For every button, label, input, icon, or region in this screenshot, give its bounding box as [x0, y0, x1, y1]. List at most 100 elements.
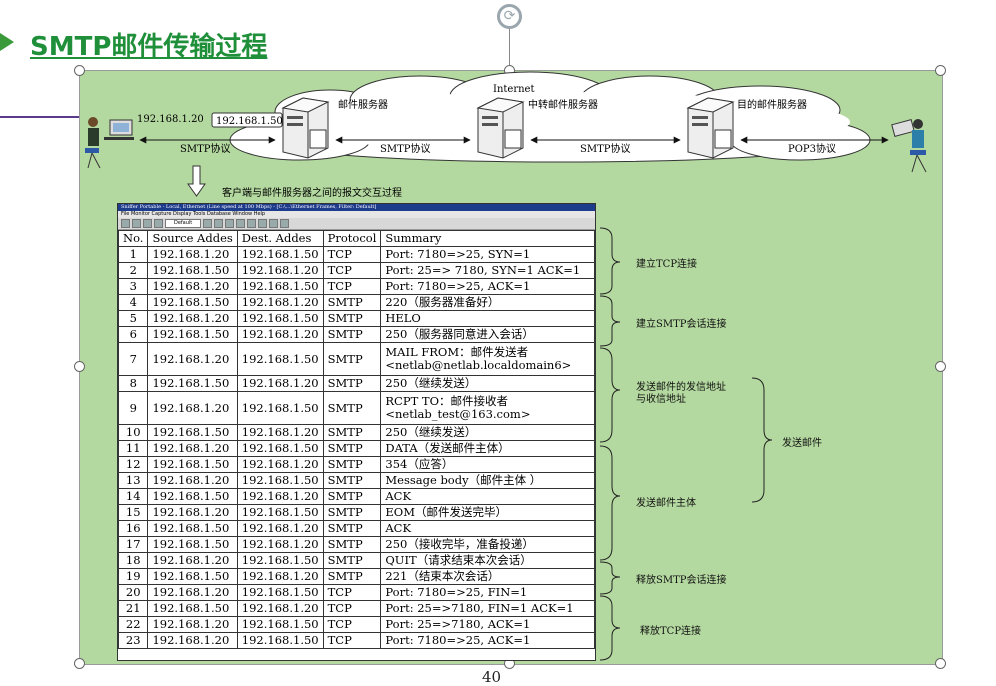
- cell-no: 19: [117, 568, 149, 585]
- cell-summary: Port: 25=>7180, FIN=1 ACK=1: [380, 600, 595, 617]
- cell-dest: 192.168.1.50: [236, 391, 324, 425]
- cell-summary: Port: 7180=>25, ACK=1: [380, 278, 595, 295]
- resize-handle-bottom-right[interactable]: [935, 658, 946, 669]
- cell-summary: MAIL FROM：邮件发送者 <netlab@netlab.localdoma…: [380, 342, 595, 376]
- col-no[interactable]: No.: [117, 230, 149, 247]
- capture-window-menu[interactable]: File Monitor Capture Display Tools Datab…: [118, 211, 595, 218]
- rotate-handle-icon[interactable]: ⟳: [497, 4, 522, 29]
- toolbar-icon[interactable]: [247, 219, 257, 228]
- toolbar-icon[interactable]: [225, 219, 235, 228]
- page-title: SMTP邮件传输过程: [30, 32, 268, 62]
- cell-protocol: SMTP: [322, 568, 382, 585]
- resize-handle-right[interactable]: [935, 361, 946, 372]
- resize-handle-top-left[interactable]: [74, 65, 85, 76]
- cell-protocol: SMTP: [322, 326, 382, 343]
- cell-protocol: SMTP: [322, 472, 382, 489]
- toolbar-icon[interactable]: [203, 219, 213, 228]
- resize-handle-top-right[interactable]: [935, 65, 946, 76]
- dest-server-label: 目的邮件服务器: [737, 98, 807, 111]
- toolbar-icon[interactable]: [121, 219, 130, 228]
- cell-no: 23: [117, 632, 149, 649]
- cell-dest: 192.168.1.50: [236, 616, 324, 633]
- cell-source: 192.168.1.50: [147, 262, 238, 279]
- annotation-send-mail: 发送邮件: [782, 438, 822, 449]
- cell-source: 192.168.1.20: [147, 504, 238, 521]
- toolbar-icon[interactable]: [236, 219, 246, 228]
- cell-summary: ACK: [380, 520, 595, 537]
- cell-summary: Port: 7180=>25, FIN=1: [380, 584, 595, 601]
- toolbar-icon[interactable]: [132, 219, 141, 228]
- cell-source: 192.168.1.20: [147, 632, 238, 649]
- cell-no: 16: [117, 520, 149, 537]
- toolbar-icon[interactable]: [154, 219, 163, 228]
- cell-protocol: SMTP: [322, 375, 382, 392]
- cell-dest: 192.168.1.50: [236, 342, 324, 376]
- toolbar-icon[interactable]: [143, 219, 152, 228]
- cell-source: 192.168.1.20: [147, 472, 238, 489]
- cell-summary: 220（服务器准备好）: [380, 294, 595, 311]
- cell-dest: 192.168.1.20: [236, 424, 324, 441]
- col-dest[interactable]: Dest. Addes: [236, 230, 324, 247]
- toolbar-icon[interactable]: [258, 219, 268, 228]
- cell-source: 192.168.1.50: [147, 375, 238, 392]
- col-source[interactable]: Source Addes: [147, 230, 238, 247]
- cell-no: 22: [117, 616, 149, 633]
- resize-handle-left[interactable]: [74, 361, 85, 372]
- cell-summary: DATA（发送邮件主体）: [380, 440, 595, 457]
- cell-dest: 192.168.1.50: [236, 310, 324, 327]
- link2-label: SMTP协议: [380, 142, 431, 155]
- col-summary[interactable]: Summary: [380, 230, 595, 247]
- cell-source: 192.168.1.20: [147, 342, 238, 376]
- col-protocol[interactable]: Protocol: [322, 230, 382, 247]
- capture-window-title: Sniffer Portable - Local, Ethernet (Line…: [118, 204, 595, 211]
- server-ip-label: 192.168.1.50: [216, 116, 283, 127]
- cell-dest: 192.168.1.20: [236, 375, 324, 392]
- cell-no: 9: [117, 391, 149, 425]
- brace-icon: [599, 227, 773, 661]
- cell-source: 192.168.1.20: [147, 391, 238, 425]
- cell-protocol: SMTP: [322, 488, 382, 505]
- cell-no: 17: [117, 536, 149, 553]
- cell-source: 192.168.1.20: [147, 440, 238, 457]
- toolbar-icon[interactable]: [280, 219, 290, 228]
- link3-label: SMTP协议: [580, 142, 631, 155]
- cell-source: 192.168.1.20: [147, 616, 238, 633]
- toolbar-icon[interactable]: [214, 219, 224, 228]
- cell-summary: 354（应答）: [380, 456, 595, 473]
- cell-source: 192.168.1.50: [147, 424, 238, 441]
- resize-handle-bottom-left[interactable]: [74, 658, 85, 669]
- cell-source: 192.168.1.20: [147, 584, 238, 601]
- filter-select[interactable]: Default: [165, 219, 202, 228]
- cell-protocol: SMTP: [322, 504, 382, 521]
- toolbar-icon[interactable]: [269, 219, 279, 228]
- annotation-smtp-setup: 建立SMTP会话连接: [636, 319, 727, 330]
- cell-protocol: TCP: [322, 278, 382, 295]
- cell-source: 192.168.1.50: [147, 326, 238, 343]
- cell-no: 3: [117, 278, 149, 295]
- cell-no: 4: [117, 294, 149, 311]
- cell-summary: Port: 25=> 7180, SYN=1 ACK=1: [380, 262, 595, 279]
